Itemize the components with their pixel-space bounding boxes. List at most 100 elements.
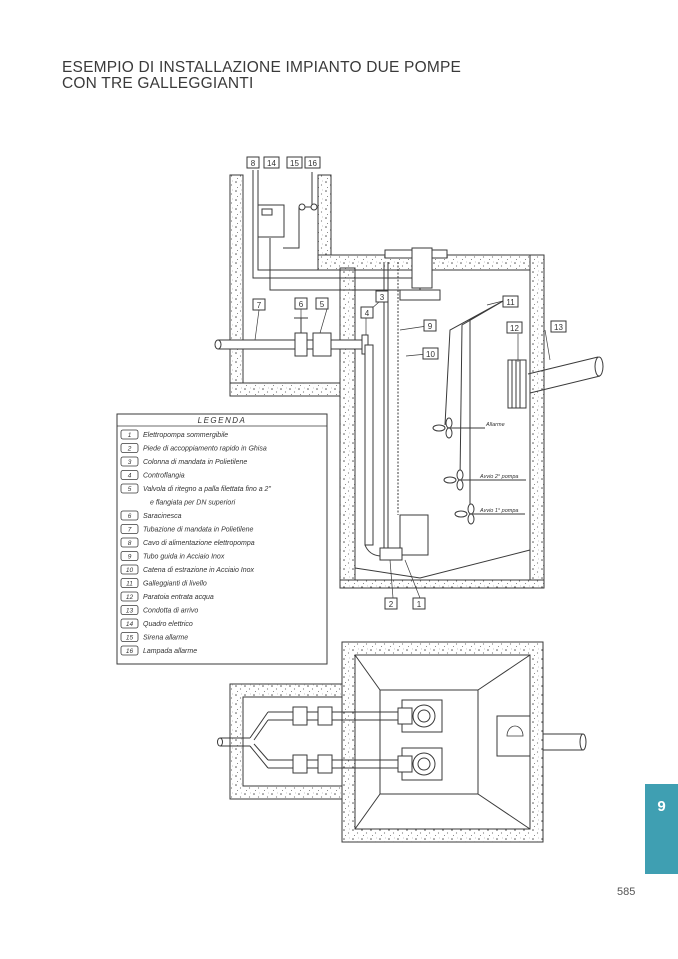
section-tab-number: 9: [657, 798, 666, 815]
legend-item-number: 9: [128, 554, 132, 561]
legend-item-text: Valvola di ritegno a palla filettata fin…: [143, 486, 271, 493]
float-alarm: [432, 417, 485, 439]
pump-2-plan: [397, 747, 443, 781]
callouts: 8 14 15 16 3 4 6 5 7 11 9 12 13 10 2 1: [246, 156, 567, 610]
svg-text:3: 3: [380, 293, 385, 302]
power-cable: [252, 170, 421, 300]
callout-14: 14: [263, 156, 280, 169]
legend-item: 8 Cavo di alimentazione elettropompa: [120, 537, 255, 548]
float-start2: [443, 469, 526, 491]
plan-pipe-2: [268, 759, 398, 769]
inlet-gate-ribs: [511, 360, 521, 408]
callout-6: 6: [294, 297, 308, 310]
tank-right-wall: [529, 254, 545, 589]
legend-item-text: Lampada allarme: [143, 648, 197, 655]
legend-item-number: 14: [126, 621, 134, 628]
legend-item-number: 4: [128, 473, 132, 480]
legend-item-number: 12: [126, 594, 134, 601]
legend-item-number: 8: [128, 540, 132, 547]
legend-item: 6 Saracinesca: [120, 510, 182, 521]
siren: [298, 203, 306, 211]
callout-4: 4: [360, 306, 374, 319]
page-title-line2: CON TRE GALLEGGIANTI: [62, 75, 254, 92]
legend-item-text: Saracinesca: [143, 513, 182, 520]
callout-13: 13: [550, 320, 567, 333]
plan-valve-1b: [317, 706, 333, 726]
svg-text:13: 13: [554, 323, 563, 332]
svg-text:1: 1: [417, 600, 422, 609]
svg-text:16: 16: [308, 159, 317, 168]
pump-1-plan: [397, 699, 443, 733]
legend-item-text: Catena di estrazione in Acciaio Inox: [143, 567, 255, 574]
legend-item-number: 10: [126, 567, 134, 574]
legend-item-number: 6: [128, 513, 132, 520]
coupling-foot: [379, 547, 403, 561]
submersible-pump: [399, 514, 429, 556]
float-label-start2: Avvio 2° pompa: [479, 474, 518, 480]
legend-item-text: Piede di accoppiamento rapido in Ghisa: [143, 446, 267, 453]
legend-item-number: 1: [128, 432, 132, 439]
svg-text:2: 2: [389, 600, 394, 609]
guide-tube: [383, 262, 389, 556]
legend-item-text: Tubo guida in Acciaio Inox: [143, 554, 225, 561]
chamber-bottom-wall: [229, 382, 356, 397]
float-start1: [454, 503, 525, 525]
plan-inlet-pipe: [543, 733, 583, 751]
callout-12: 12: [506, 321, 523, 334]
plan-pipe-1: [268, 711, 398, 721]
inlet-pipe: [527, 356, 601, 394]
legend-item: 10 Catena di estrazione in Acciaio Inox: [120, 564, 255, 575]
page-number: 585: [617, 886, 636, 898]
delivery-pipe-end: [214, 339, 222, 350]
legend-item: 12 Paratoia entrata acqua: [120, 591, 214, 602]
callout-16: 16: [304, 156, 321, 169]
legend-item: 2 Piede di accoppiamento rapido in Ghisa: [120, 443, 267, 453]
callout-5: 5: [315, 297, 329, 310]
legend-item-text: Galleggianti di livello: [143, 581, 207, 588]
legend-item-text: Paratoia entrata acqua: [143, 594, 214, 601]
tank-bottom-slab: [339, 579, 545, 589]
svg-text:5: 5: [320, 300, 325, 309]
callout-9: 9: [423, 319, 437, 332]
legend-item-number: 2: [127, 446, 132, 453]
delivery-column-bend: [364, 544, 381, 557]
svg-text:10: 10: [426, 350, 435, 359]
legend-item: 9 Tubo guida in Acciaio Inox: [120, 551, 225, 561]
legend-item-text: Tubazione di mandata in Polietilene: [143, 527, 253, 534]
callout-10: 10: [422, 347, 439, 360]
gate-valve: [294, 332, 308, 357]
page-title-line1: ESEMPIO DI INSTALLAZIONE IMPIANTO DUE PO…: [62, 59, 462, 76]
inlet-gate: [507, 359, 527, 409]
legend-item-text: Cavo di alimentazione elettropompa: [143, 540, 255, 547]
delivery-column: [364, 344, 374, 546]
svg-text:7: 7: [257, 301, 262, 310]
chamber-left-wall: [229, 174, 244, 396]
svg-text:12: 12: [510, 324, 519, 333]
legend-item-text: Elettropompa sommergibile: [143, 432, 228, 439]
section-tab: 9: [645, 784, 678, 874]
callout-3: 3: [375, 290, 389, 303]
control-panel-display: [261, 208, 273, 216]
callout-1: 1: [412, 597, 426, 610]
inlet-pipe-end: [594, 356, 604, 377]
float-label-alarm: Allarme: [485, 422, 505, 428]
callout-7: 7: [252, 298, 266, 311]
alarm-lamp: [310, 203, 318, 211]
legend-items: 1 Elettropompa sommergibile 2 Piede di acco…: [120, 429, 271, 656]
tank-left-wall: [339, 267, 356, 589]
plan-valve-2b: [317, 754, 333, 774]
legend-item-number: 3: [128, 459, 132, 466]
svg-text:9: 9: [428, 322, 433, 331]
legend-item: 1 Elettropompa sommergibile: [120, 429, 228, 440]
legend-item-number: 13: [126, 608, 134, 615]
gate-valve-stem: [294, 317, 308, 333]
